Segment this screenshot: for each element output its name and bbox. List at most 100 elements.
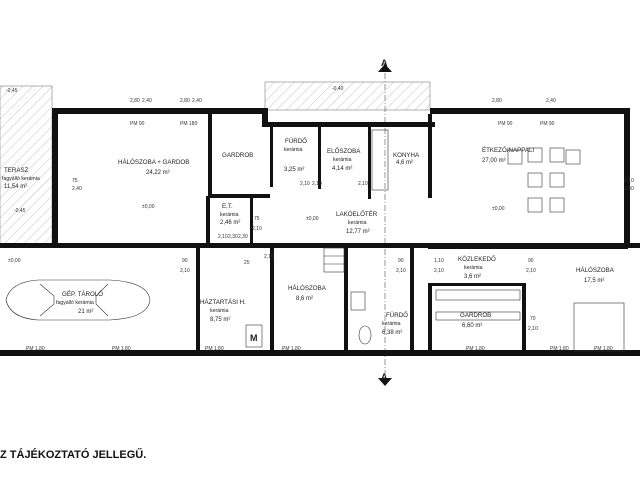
window-label: PM 90 <box>498 121 513 127</box>
room-name: TERASZ <box>4 167 29 174</box>
level-mark: ±0,00 <box>8 258 21 264</box>
dim-label: 2,10 <box>624 178 634 184</box>
room-area: 3,6 m² <box>464 274 481 280</box>
room-finish: kerámia <box>284 147 303 153</box>
dim-label: 2,40 <box>72 186 82 192</box>
dim-label: 2,10 <box>300 181 310 187</box>
room-area: 21 m² <box>78 309 93 315</box>
section-line: A A <box>378 58 392 386</box>
window-label: PM 1,80 <box>26 346 45 352</box>
room-area: 4,6 m² <box>396 160 413 166</box>
dim-label: 2,10 <box>252 226 262 232</box>
room-area: 12,77 m² <box>346 229 370 235</box>
window-label: PM 1,80 <box>205 346 224 352</box>
room-area: 27,00 m² <box>482 158 506 164</box>
window-label: PM 90 <box>540 121 555 127</box>
room-finish: kerámia <box>333 157 352 163</box>
dim-label: 70 <box>530 316 536 322</box>
room-name: HÁLÓSZOBA + GARDOB <box>118 159 189 166</box>
room-name: E.T. <box>222 203 233 210</box>
dim-label: 90 <box>398 258 404 264</box>
room-name: LAKÓELŐTÉR <box>336 211 378 218</box>
dim-label: 2,10 <box>358 181 368 187</box>
washing-machine-icon <box>245 324 263 348</box>
room-finish: kerámia <box>382 321 401 327</box>
car-icon <box>5 279 151 321</box>
room-finish: kerámia <box>464 265 483 271</box>
dim-label: 2,10 <box>312 181 322 187</box>
dim-label: 1,10 <box>434 258 444 264</box>
dim-label: 2,80 <box>130 98 140 104</box>
dim-label: 2,40 <box>142 98 152 104</box>
level-mark: ±0,00 <box>306 216 319 222</box>
room-name: HÁLÓSZOBA <box>576 267 615 274</box>
dim-label: 2,10 <box>528 326 538 332</box>
dim-label: 2,10 <box>218 234 228 240</box>
window-label: PM 1,80 <box>550 346 569 352</box>
dim-label: 2,10 <box>526 268 536 274</box>
footer-note: Z TÁJÉKOZTATÓ JELLEGŰ. <box>0 448 146 461</box>
room-area: 24,22 m² <box>146 170 170 176</box>
dim-label: 90 <box>182 258 188 264</box>
room-name: FÜRDŐ <box>386 312 408 319</box>
dim-label: 2,10 <box>180 268 190 274</box>
dim-label: 2,80 <box>180 98 190 104</box>
room-area: 6,38 m² <box>382 330 402 336</box>
room-name: HÁZTARTÁSI H. <box>200 299 246 306</box>
level-mark: -0,40 <box>332 86 344 92</box>
dim-label: 2,10 <box>264 254 274 260</box>
dim-label: 2,40 <box>192 98 202 104</box>
room-name: KONYHA <box>393 152 420 159</box>
window-label: PM 1,80 <box>282 346 301 352</box>
dim-label: 2,80 <box>492 98 502 104</box>
window-label: PM 1,80 <box>112 346 131 352</box>
room-name: ELŐSZOBA <box>327 148 361 155</box>
room-name: KÖZLEKEDŐ <box>458 256 496 263</box>
room-area: 6,60 m² <box>462 323 482 329</box>
room-name: HÁLÓSZOBA <box>288 285 327 292</box>
dim-label: 2,10 <box>396 268 406 274</box>
window-label: PM 90 <box>130 121 145 127</box>
level-mark: -0,45 <box>14 208 26 214</box>
dim-label: 25 <box>244 260 250 266</box>
dim-label: 2,40 <box>546 98 556 104</box>
room-finish: kerámia <box>210 308 229 314</box>
dim-label: 2,30 <box>238 234 248 240</box>
room-labels: TERASZ fagyálló kerámia 11,54 m² HÁLÓSZO… <box>2 138 615 336</box>
room-name: FÜRDŐ <box>285 138 307 145</box>
furniture: M <box>5 129 625 352</box>
window-label: PM 1,80 <box>594 346 613 352</box>
room-name: GARDROB <box>460 312 491 319</box>
room-finish: fagyálló kerámia <box>2 176 40 182</box>
room-area: 17,5 m² <box>584 278 604 284</box>
stairs <box>323 247 345 273</box>
room-finish: fagyálló kerámia <box>56 300 94 306</box>
appliance-label: M <box>250 333 258 343</box>
level-mark: -0,45 <box>6 88 18 94</box>
level-mark: ±0,00 <box>142 204 155 210</box>
room-finish: kerámia <box>220 212 239 218</box>
room-name: GARDROB <box>222 152 253 159</box>
section-mark-bottom: A <box>381 372 388 382</box>
dim-label: 75 <box>254 216 260 222</box>
room-area: 4,14 m² <box>332 166 352 172</box>
level-mark: ±0,00 <box>492 206 505 212</box>
dim-label: 2,10 <box>434 268 444 274</box>
room-area: 8,6 m² <box>296 296 313 302</box>
window-label: PM 1,80 <box>466 346 485 352</box>
room-finish: kerámia <box>348 220 367 226</box>
room-area: 8,75 m² <box>210 317 230 323</box>
dim-label: 90 <box>528 258 534 264</box>
dim-label: 75 <box>72 178 78 184</box>
room-area: 11,54 m² <box>4 184 27 190</box>
room-area: 3,25 m² <box>284 167 304 173</box>
walls <box>0 108 640 356</box>
dim-label: 2,40 <box>624 186 634 192</box>
terrace-hatching <box>0 81 431 245</box>
section-mark-top: A <box>381 58 388 68</box>
room-name: ÉTKEZŐ/NAPPALI <box>482 147 534 154</box>
window-label: PM 180 <box>180 121 197 127</box>
dim-label: 2,30 <box>228 234 238 240</box>
room-name: GÉP. TÁROLÓ <box>62 291 103 298</box>
